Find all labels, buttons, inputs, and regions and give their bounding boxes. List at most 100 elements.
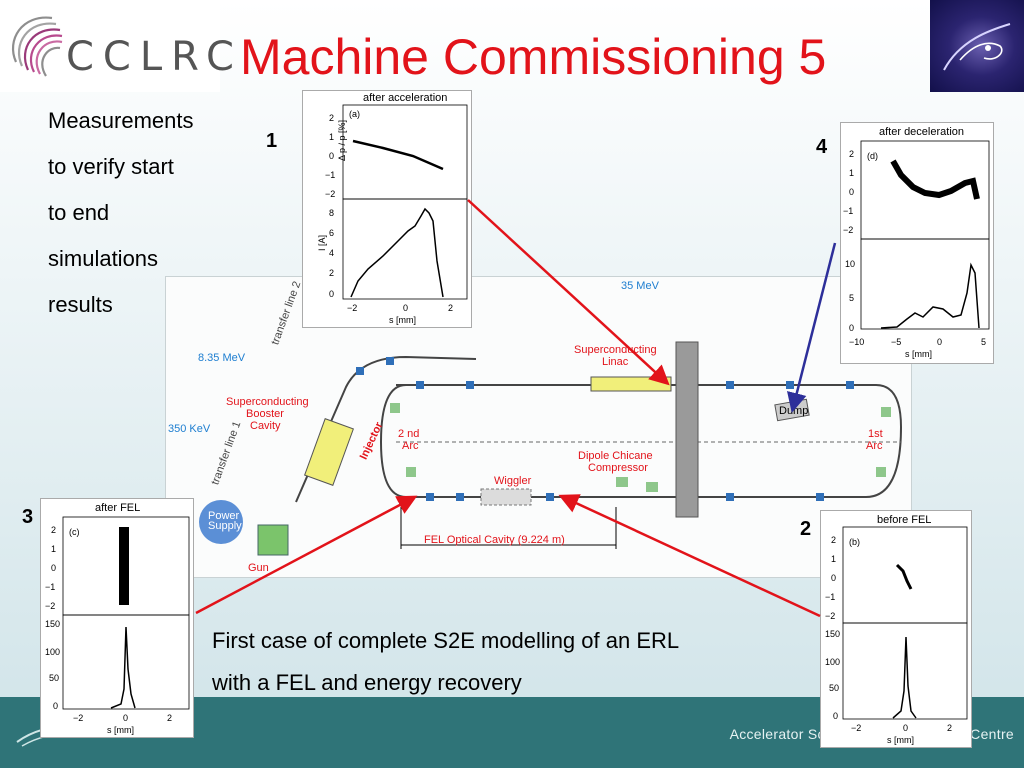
plot2-panel: (b)	[849, 537, 860, 547]
label-arc2-2: Arc	[402, 440, 419, 452]
plot3-panel: (c)	[69, 527, 80, 537]
plot4-xlabel: s [mm]	[905, 349, 932, 359]
slide-title: Machine Commissioning 5	[240, 29, 827, 85]
plot3-ytick: 1	[51, 544, 56, 554]
plot2-ytick: 100	[825, 657, 840, 667]
plot1-xtick: 2	[448, 303, 453, 313]
plot2-ytick: 0	[831, 573, 836, 583]
arrow-plot3	[195, 495, 418, 615]
plot3-xtick: −2	[73, 713, 83, 723]
caption-line: with a FEL and energy recovery	[212, 670, 522, 695]
plot-after-deceleration: after deceleration (d) 2 1 0 −1 −2 10 5 …	[840, 122, 994, 364]
label-arc1-1: 1st	[868, 428, 883, 440]
intro-line: simulations	[48, 246, 159, 271]
caption-line: First case of complete S2E modelling of …	[212, 628, 680, 653]
label-350kev: 350 KeV	[168, 423, 211, 435]
plot1-ytick: −2	[325, 189, 335, 199]
label-wiggler: Wiggler	[494, 475, 532, 487]
plot1-xlabel: s [mm]	[389, 315, 416, 325]
plot3-ytick: 0	[53, 701, 58, 711]
plot3-ytick: −2	[45, 601, 55, 611]
plot1-ytick: 0	[329, 151, 334, 161]
plot2-ytick: 150	[825, 629, 840, 639]
plot2-ytick: 2	[831, 535, 836, 545]
label-booster-1: Superconducting	[226, 396, 309, 408]
plot4-ytick: −2	[843, 225, 853, 235]
plot3-ytick: 2	[51, 525, 56, 535]
label-arc1-2: Arc	[866, 440, 883, 452]
plot4-xtick: −5	[891, 337, 901, 347]
plot2-xtick: 2	[947, 723, 952, 733]
label-power-2: Supply	[208, 520, 242, 532]
plot4-ytick: 2	[849, 149, 854, 159]
plot2-xtick: 0	[903, 723, 908, 733]
label-linac-2: Linac	[602, 356, 629, 368]
logo-text: CCLRC	[66, 34, 243, 80]
plot2-title: before FEL	[877, 514, 931, 526]
plot-before-fel: before FEL (b) 2 1 0 −1 −2 150 100 50 0 …	[820, 510, 972, 748]
intro-text: Measurements to verify start to end simu…	[48, 98, 238, 328]
plot2-ytick: 0	[833, 711, 838, 721]
cclrc-swirl-icon	[11, 16, 63, 77]
plot1-xtick: −2	[347, 303, 357, 313]
plot3-ytick: 0	[51, 563, 56, 573]
plot4-ytick: 0	[849, 187, 854, 197]
caption-text: First case of complete S2E modelling of …	[212, 620, 812, 704]
plot4-ytick: 10	[845, 259, 855, 269]
plot4-xtick: 0	[937, 337, 942, 347]
arrow-plot2	[558, 494, 821, 618]
plot1-ytick: 2	[329, 268, 334, 278]
plot1-ytick: 0	[329, 289, 334, 299]
cclrc-logo: CCLRC	[0, 0, 234, 92]
plot4-panel: (d)	[867, 151, 878, 161]
plot2-ytick: 1	[831, 554, 836, 564]
plot3-ytick: 100	[45, 647, 60, 657]
plot-after-fel: after FEL (c) 2 1 0 −1 −2 150 100 50 0 −…	[40, 498, 194, 738]
plot-number-3: 3	[22, 506, 34, 528]
plot3-xlabel: s [mm]	[107, 725, 134, 735]
plot3-xtick: 2	[167, 713, 172, 723]
erl-schematic: 35 MeV 8.35 MeV 350 KeV Superconducting …	[165, 276, 912, 578]
plot-after-acceleration: after acceleration (a) 2 1 0 −1 −2 Δ p /…	[302, 90, 472, 328]
label-cavity: FEL Optical Cavity (9.224 m)	[424, 534, 565, 546]
plot3-xtick: 0	[123, 713, 128, 723]
label-power-1: Power	[208, 510, 240, 522]
label-35mev: 35 MeV	[621, 280, 660, 292]
corner-emblem	[930, 0, 1024, 92]
plot3-ytick: 50	[49, 673, 59, 683]
plot1-ytick: 1	[329, 132, 334, 142]
arrow-plot4	[787, 242, 837, 413]
label-835mev: 8.35 MeV	[198, 352, 246, 364]
plot2-ytick: −1	[825, 592, 835, 602]
plot4-title: after deceleration	[879, 126, 964, 138]
plot1-panel: (a)	[349, 109, 360, 119]
plot4-ytick: 1	[849, 168, 854, 178]
plot2-xlabel: s [mm]	[887, 735, 914, 745]
plot2-ytick: 50	[829, 683, 839, 693]
label-chicane-2: Compressor	[588, 462, 648, 474]
label-booster-3: Cavity	[250, 420, 281, 432]
label-gun: Gun	[248, 562, 269, 574]
plot4-xtick: −10	[849, 337, 864, 347]
plot3-ytick: −1	[45, 582, 55, 592]
schematic-drawing: 35 MeV 8.35 MeV 350 KeV Superconducting …	[168, 280, 903, 574]
plot1-ylabel-top: Δ p / p [%]	[337, 120, 347, 161]
plot1-ytick: 4	[329, 248, 334, 258]
arrow-plot1	[467, 199, 670, 386]
plot-number-2: 2	[800, 518, 812, 540]
plot2-xtick: −2	[851, 723, 861, 733]
plot1-ytick: −1	[325, 170, 335, 180]
plot4-ytick: −1	[843, 206, 853, 216]
plot1-title: after acceleration	[363, 92, 447, 104]
galaxy-swirl-icon	[943, 23, 1011, 71]
intro-line: Measurements	[48, 108, 194, 133]
plot-number-1: 1	[266, 130, 278, 152]
label-arc2-1: 2 nd	[398, 428, 419, 440]
intro-line: to end	[48, 200, 110, 225]
plot4-ytick: 5	[849, 293, 854, 303]
label-chicane-1: Dipole Chicane	[578, 450, 653, 462]
plot1-ytick: 6	[329, 228, 334, 238]
plot3-title: after FEL	[95, 502, 140, 514]
plot4-ytick: 0	[849, 323, 854, 333]
